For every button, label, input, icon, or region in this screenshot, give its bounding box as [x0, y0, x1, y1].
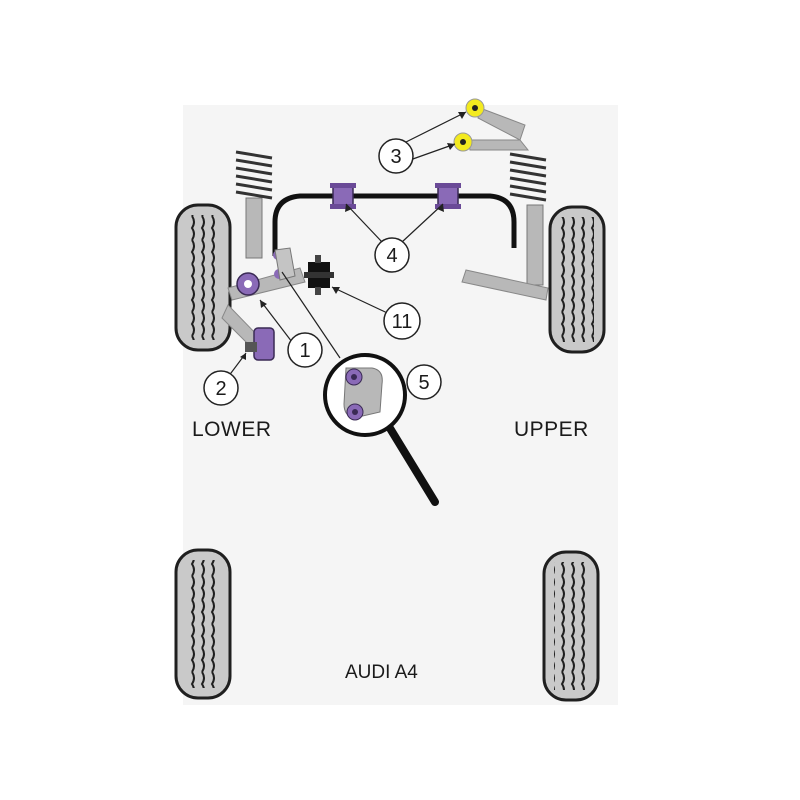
callout-4-label: 4: [386, 245, 397, 267]
wheel-rear-right: [542, 550, 600, 702]
arrowheads: [240, 112, 466, 360]
callout-1: 1: [287, 332, 323, 368]
lower-label: LOWER: [192, 418, 272, 441]
wheel-front-left: [174, 203, 232, 352]
callout-1-label: 1: [299, 340, 310, 362]
wheel-rear-left: [174, 548, 232, 700]
magnifier-bush-detail: [323, 353, 439, 506]
lower-arm-rear-bush: [245, 327, 275, 361]
model-label: AUDI A4: [345, 662, 418, 683]
lower-link-right: [461, 269, 549, 301]
anti-roll-bar-bush-left: [330, 183, 356, 209]
callout-11: 11: [383, 302, 421, 340]
callout-5-label: 5: [418, 372, 429, 394]
callout-4: 4: [374, 237, 410, 273]
anti-roll-bar: [272, 193, 517, 256]
subframe-mount: [304, 255, 334, 295]
upper-label: UPPER: [514, 418, 589, 441]
callout-11-label: 11: [392, 311, 413, 333]
callout-2-label: 2: [215, 378, 226, 400]
callout-2: 2: [203, 370, 239, 406]
wheel-front-right: [548, 205, 606, 354]
spring-right: [509, 152, 547, 286]
callout-3-label: 3: [390, 146, 401, 168]
spring-left: [235, 150, 273, 259]
callout-3: 3: [378, 138, 414, 174]
anti-roll-bar-bush-right: [435, 183, 461, 209]
upper-arm: [453, 98, 530, 152]
callout-5: 5: [406, 364, 442, 400]
